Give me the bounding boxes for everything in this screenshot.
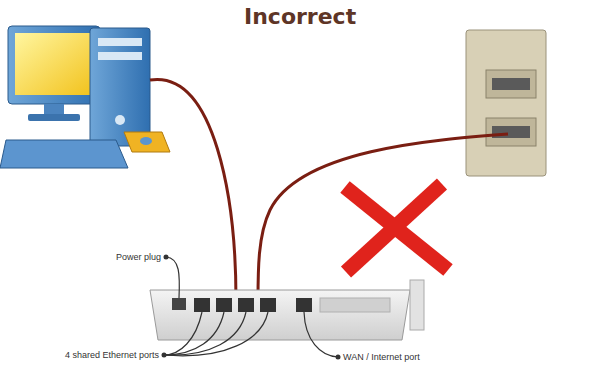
leader-lines <box>164 257 338 357</box>
callout-label: 4 shared Ethernet ports <box>64 350 160 360</box>
router <box>150 280 424 340</box>
wall-cable <box>258 134 508 300</box>
leader-dot <box>162 353 167 358</box>
computer <box>0 26 170 168</box>
computer-cable <box>150 79 236 300</box>
leader-dot <box>164 255 169 260</box>
callout-label: WAN / Internet port <box>342 352 421 362</box>
diagram-title: Incorrect <box>244 4 356 29</box>
red-cross <box>345 184 448 272</box>
callout-label: Power plug <box>115 252 162 262</box>
wall-plate <box>466 30 546 176</box>
leader-dot <box>336 355 341 360</box>
